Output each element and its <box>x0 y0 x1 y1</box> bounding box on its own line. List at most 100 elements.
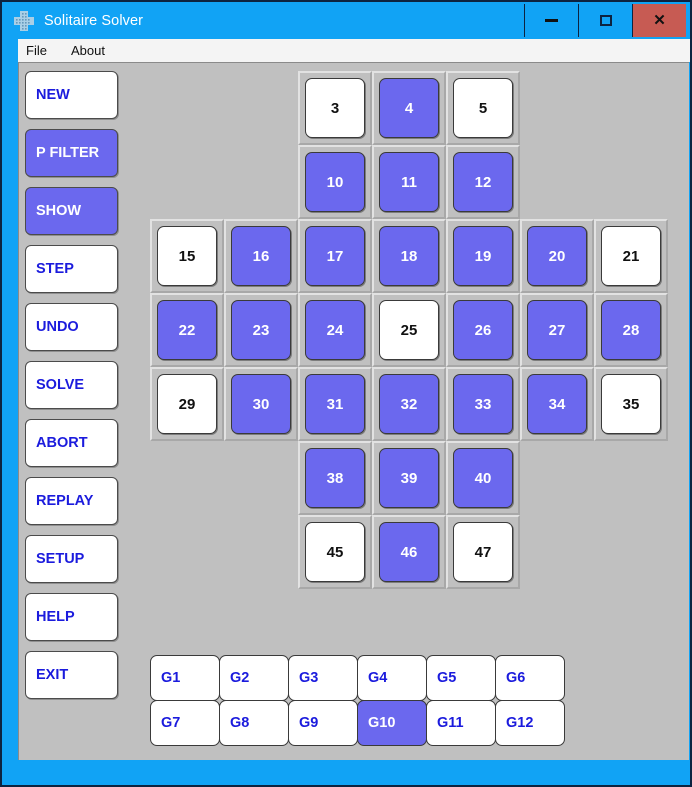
board-cell-label: 47 <box>474 543 492 561</box>
board-cell-34[interactable]: 34 <box>527 374 587 434</box>
group-button-label: G5 <box>437 670 457 686</box>
board-cell-24[interactable]: 24 <box>305 300 365 360</box>
group-button-label: G9 <box>299 715 319 731</box>
board-cell-frame: 47 <box>446 515 520 589</box>
board-cell-12[interactable]: 12 <box>453 152 513 212</box>
board-cell-47[interactable]: 47 <box>453 522 513 582</box>
group-button-label: G6 <box>506 670 526 686</box>
sidebar-button-label: SHOW <box>36 203 82 219</box>
sidebar-button-setup[interactable]: SETUP <box>25 535 118 583</box>
group-button-g6[interactable]: G6 <box>495 655 565 701</box>
board-cell-frame: 45 <box>298 515 372 589</box>
board-cell-label: 26 <box>474 321 492 339</box>
board-cell-label: 12 <box>474 173 492 191</box>
board-cell-28[interactable]: 28 <box>601 300 661 360</box>
cross-board-icon <box>14 10 34 31</box>
board-cell-11[interactable]: 11 <box>379 152 439 212</box>
group-button-g12[interactable]: G12 <box>495 700 565 746</box>
sidebar-button-replay[interactable]: REPLAY <box>25 477 118 525</box>
board-cell-frame: 34 <box>520 367 594 441</box>
board-cell-frame: 30 <box>224 367 298 441</box>
sidebar-button-p-filter[interactable]: P FILTER <box>25 129 118 177</box>
board-cell-16[interactable]: 16 <box>231 226 291 286</box>
minimize-button[interactable] <box>524 4 578 37</box>
board-cell-frame: 22 <box>150 293 224 367</box>
board-cell-label: 16 <box>252 247 270 265</box>
sidebar-button-exit[interactable]: EXIT <box>25 651 118 699</box>
board-cell-25[interactable]: 25 <box>379 300 439 360</box>
sidebar-button-show[interactable]: SHOW <box>25 187 118 235</box>
board-cell-frame: 46 <box>372 515 446 589</box>
board-cell-frame: 35 <box>594 367 668 441</box>
board-cell-38[interactable]: 38 <box>305 448 365 508</box>
group-button-g2[interactable]: G2 <box>219 655 289 701</box>
sidebar-button-solve[interactable]: SOLVE <box>25 361 118 409</box>
board-cell-4[interactable]: 4 <box>379 78 439 138</box>
board-cell-30[interactable]: 30 <box>231 374 291 434</box>
board-cell-26[interactable]: 26 <box>453 300 513 360</box>
board-cell-35[interactable]: 35 <box>601 374 661 434</box>
board-cell-label: 45 <box>326 543 344 561</box>
board-cell-21[interactable]: 21 <box>601 226 661 286</box>
menu-item-about[interactable]: About <box>70 43 105 58</box>
group-button-g4[interactable]: G4 <box>357 655 427 701</box>
board-cell-23[interactable]: 23 <box>231 300 291 360</box>
board-cell-label: 18 <box>400 247 418 265</box>
board-cell-45[interactable]: 45 <box>305 522 365 582</box>
board-cell-19[interactable]: 19 <box>453 226 513 286</box>
sidebar-button-abort[interactable]: ABORT <box>25 419 118 467</box>
group-button-g5[interactable]: G5 <box>426 655 496 701</box>
board-cell-frame: 38 <box>298 441 372 515</box>
board-cell-frame: 39 <box>372 441 446 515</box>
sidebar-button-label: SOLVE <box>36 377 85 393</box>
board-cell-40[interactable]: 40 <box>453 448 513 508</box>
board-cell-15[interactable]: 15 <box>157 226 217 286</box>
sidebar-button-label: P FILTER <box>36 145 100 161</box>
group-button-g10[interactable]: G10 <box>357 700 427 746</box>
board-cell-label: 31 <box>326 395 344 413</box>
group-button-label: G11 <box>437 715 464 731</box>
board-cell-27[interactable]: 27 <box>527 300 587 360</box>
board-cell-46[interactable]: 46 <box>379 522 439 582</box>
board-cell-17[interactable]: 17 <box>305 226 365 286</box>
board-cell-39[interactable]: 39 <box>379 448 439 508</box>
board-cell-31[interactable]: 31 <box>305 374 365 434</box>
board-cell-frame: 25 <box>372 293 446 367</box>
maximize-button[interactable] <box>578 4 632 37</box>
board-cell-frame: 17 <box>298 219 372 293</box>
sidebar-button-new[interactable]: NEW <box>25 71 118 119</box>
board-cell-10[interactable]: 10 <box>305 152 365 212</box>
sidebar-button-help[interactable]: HELP <box>25 593 118 641</box>
group-button-g3[interactable]: G3 <box>288 655 358 701</box>
board-cell-label: 25 <box>400 321 418 339</box>
group-button-g7[interactable]: G7 <box>150 700 220 746</box>
board-cell-32[interactable]: 32 <box>379 374 439 434</box>
board-cell-frame: 32 <box>372 367 446 441</box>
group-button-g11[interactable]: G11 <box>426 700 496 746</box>
board-cell-label: 33 <box>474 395 492 413</box>
sidebar-button-step[interactable]: STEP <box>25 245 118 293</box>
sidebar-button-label: HELP <box>36 609 75 625</box>
close-button[interactable]: ✕ <box>632 4 686 37</box>
sidebar-button-undo[interactable]: UNDO <box>25 303 118 351</box>
group-button-g1[interactable]: G1 <box>150 655 220 701</box>
board-cell-5[interactable]: 5 <box>453 78 513 138</box>
sidebar-button-label: UNDO <box>36 319 79 335</box>
board-cell-3[interactable]: 3 <box>305 78 365 138</box>
board-cell-29[interactable]: 29 <box>157 374 217 434</box>
board-cell-22[interactable]: 22 <box>157 300 217 360</box>
board-cell-frame: 23 <box>224 293 298 367</box>
menu-item-file[interactable]: File <box>26 43 47 58</box>
sidebar-button-label: EXIT <box>36 667 69 683</box>
board-cell-frame: 24 <box>298 293 372 367</box>
board-cell-20[interactable]: 20 <box>527 226 587 286</box>
board-cell-18[interactable]: 18 <box>379 226 439 286</box>
board-cell-label: 4 <box>404 99 414 117</box>
group-button-g9[interactable]: G9 <box>288 700 358 746</box>
group-button-g8[interactable]: G8 <box>219 700 289 746</box>
board-cell-33[interactable]: 33 <box>453 374 513 434</box>
